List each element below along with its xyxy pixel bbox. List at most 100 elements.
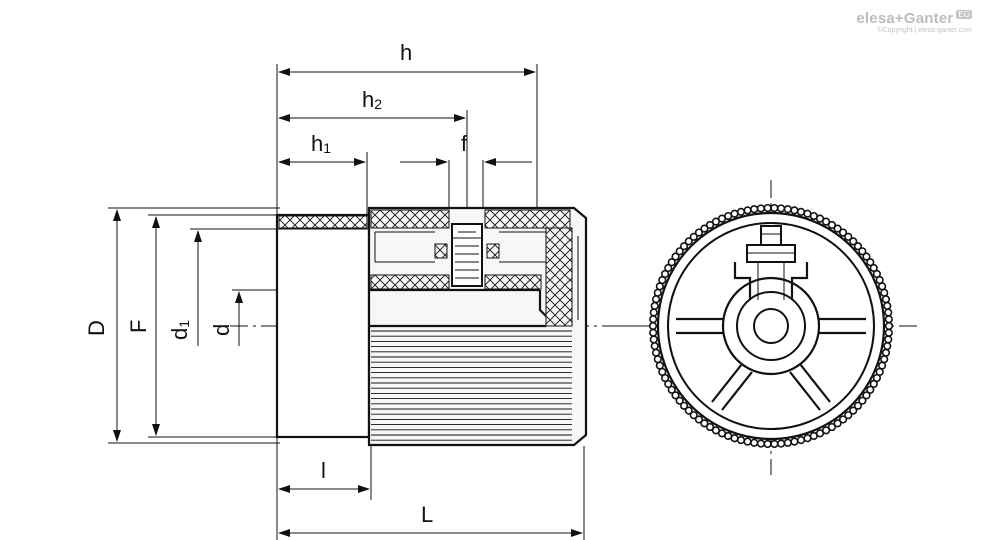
- knurl-tooth: [705, 422, 715, 432]
- knurl-tooth: [883, 342, 892, 351]
- knurl-tooth: [684, 237, 693, 246]
- side-view: h h2 h1 f D F d1 d l L: [84, 40, 650, 540]
- knurl-tooth: [803, 434, 812, 443]
- knurl-tooth: [675, 247, 684, 256]
- knurl-tooth: [872, 373, 881, 383]
- knurl-tooth: [827, 220, 837, 230]
- knurl-tooth: [884, 328, 893, 337]
- knurl-tooth: [838, 415, 848, 424]
- knurl-tooth: [783, 205, 792, 214]
- knurl-tooth: [838, 228, 848, 237]
- knurl-ribs: [371, 330, 572, 441]
- knurl-tooth: [736, 436, 746, 445]
- knurl-tooth: [705, 220, 715, 230]
- hub-body: [275, 213, 371, 439]
- knurl-tooth: [881, 295, 891, 304]
- knurl-tooth: [883, 301, 892, 310]
- knurl-tooth: [743, 437, 752, 446]
- brand-name: elesa+Ganter: [856, 10, 954, 27]
- knurl-tooth: [743, 206, 752, 215]
- knurl-tooth: [862, 391, 871, 400]
- knurl-tooth: [664, 263, 673, 273]
- knurl-tooth: [711, 426, 721, 435]
- knurl-tooth: [844, 232, 853, 241]
- knurl-tooth: [796, 436, 806, 445]
- knurl-tooth: [689, 411, 698, 420]
- knurl-tooth: [849, 406, 858, 415]
- knurl-tooth: [679, 401, 689, 410]
- knurl-tooth: [862, 252, 871, 261]
- knurl-tooth: [869, 379, 878, 389]
- knurl-tooth: [880, 288, 889, 297]
- knurl-tooth: [884, 335, 893, 344]
- knurl-tooth: [884, 321, 894, 331]
- brand-mark: EG: [956, 10, 972, 19]
- knurl-tooth: [833, 224, 842, 233]
- label-d: d: [209, 324, 234, 336]
- knurl-tooth: [756, 439, 766, 448]
- knurl-tooth: [653, 355, 662, 364]
- knurl-tooth: [866, 385, 875, 394]
- knurl-tooth: [790, 437, 799, 446]
- knurl-tooth: [689, 232, 698, 241]
- knurl-tooth: [853, 242, 863, 251]
- knurl-tooth: [649, 308, 658, 317]
- knurl-tooth: [770, 439, 779, 449]
- knurl-tooth: [858, 396, 867, 405]
- dimension-labels: h h2 h1 f D F d1 d l L: [84, 40, 468, 527]
- knurl-tooth: [700, 419, 709, 428]
- knurl-tooth: [648, 321, 658, 331]
- knurl-tooth: [649, 328, 658, 337]
- knurl-tooth: [736, 207, 746, 216]
- knurl-tooth: [750, 438, 759, 447]
- knurl-tooth: [651, 348, 661, 357]
- knurl-tooth: [881, 348, 891, 357]
- knurl-tooth: [700, 224, 709, 233]
- knurl-tooth: [833, 419, 842, 428]
- label-h1: h1: [311, 131, 331, 156]
- knurl-tooth: [790, 206, 799, 215]
- knurl-tooth: [869, 263, 878, 273]
- knurl-tooth: [651, 295, 661, 304]
- front-screw-boss: [733, 225, 809, 300]
- spokes: [676, 317, 866, 411]
- knurl-tooth: [650, 342, 659, 351]
- knurl-tooth: [671, 391, 680, 400]
- knurl-tooth: [858, 247, 867, 256]
- label-h2: h2: [362, 87, 382, 112]
- knurl-tooth: [694, 415, 704, 424]
- knurl-tooth: [730, 209, 739, 218]
- knurl-tooth: [880, 355, 889, 364]
- knurl-tooth: [884, 308, 893, 317]
- knurl-tooth: [750, 205, 759, 214]
- set-screw-icon: [451, 223, 483, 287]
- knurl-tooth: [671, 252, 680, 261]
- knurl-tooth: [763, 203, 772, 213]
- internal-bore: [369, 228, 579, 328]
- label-f: f: [461, 131, 468, 156]
- knurl-tooth: [650, 301, 659, 310]
- front-view: [620, 180, 920, 475]
- brand-copyright: ©Copyright | elesa-ganter.com: [877, 27, 972, 34]
- knurl-tooth: [866, 258, 875, 267]
- knurl-tooth: [776, 204, 786, 213]
- knurl-tooth: [661, 269, 670, 279]
- knurl-tooth: [884, 315, 893, 324]
- knurl-tooth: [849, 237, 858, 246]
- section-hatch-upper: [278, 209, 573, 327]
- dimension-lines: [113, 68, 583, 537]
- label-d1: d1: [167, 320, 192, 340]
- knurl-tooth: [796, 207, 806, 216]
- label-D: D: [84, 320, 109, 336]
- knurl-tooth: [675, 396, 684, 405]
- knurl-tooth: [878, 282, 887, 291]
- knurl-tooth: [853, 401, 863, 410]
- knurl-tooth: [649, 335, 658, 344]
- knurl-tooth: [844, 411, 853, 420]
- label-h: h: [400, 40, 412, 65]
- knurl-tooth: [679, 242, 689, 251]
- knurl-tooth: [655, 361, 664, 370]
- knurl-tooth: [770, 203, 779, 213]
